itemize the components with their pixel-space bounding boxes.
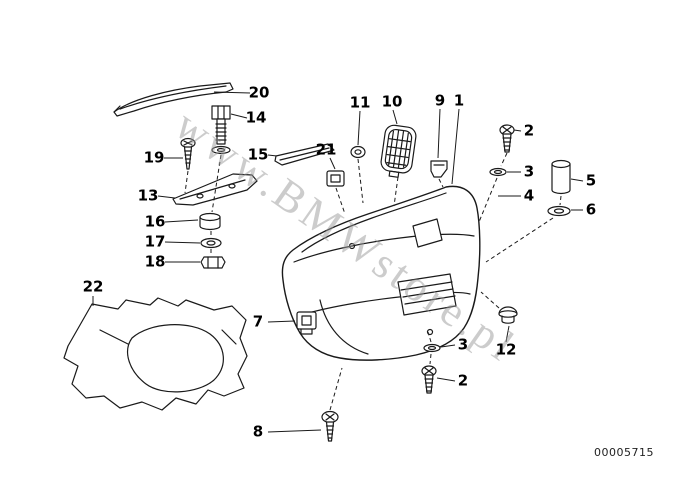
- part-callout-14[interactable]: 14: [245, 108, 267, 127]
- part-callout-16[interactable]: 16: [144, 212, 166, 231]
- part-callout-9[interactable]: 9: [434, 91, 446, 110]
- part-13-bracket: [172, 173, 258, 206]
- part-11-grommet-ring: [350, 145, 366, 159]
- part-callout-22[interactable]: 22: [82, 277, 104, 296]
- part-callout-2-upper[interactable]: 2: [523, 121, 535, 140]
- part-callout-19[interactable]: 19: [143, 148, 165, 167]
- part-15-trim-strip: [274, 143, 335, 166]
- part-9-clip: [430, 160, 448, 178]
- document-number: 00005715: [594, 446, 654, 459]
- part-1-door-panel: [281, 185, 481, 361]
- part-callout-4[interactable]: 4: [523, 186, 535, 205]
- part-17-grommet: [200, 237, 222, 249]
- part-callout-17[interactable]: 17: [144, 232, 166, 251]
- assembly-lines: [184, 152, 562, 411]
- part-21-clip: [326, 170, 345, 187]
- part-callout-1[interactable]: 1: [453, 91, 465, 110]
- part-3-washer-upper: [489, 167, 507, 177]
- part-callout-15[interactable]: 15: [247, 145, 269, 164]
- part-2-screw-lower: [421, 365, 437, 394]
- part-20-rail: [113, 82, 234, 117]
- part-7-clip: [296, 311, 317, 335]
- part-callout-18[interactable]: 18: [144, 252, 166, 271]
- part-callout-11[interactable]: 11: [349, 93, 371, 112]
- part-2-screw-upper: [499, 124, 515, 153]
- part-callout-5[interactable]: 5: [585, 171, 597, 190]
- part-12-plug: [498, 306, 518, 324]
- part-callout-12[interactable]: 12: [495, 340, 517, 359]
- leader-lines: [92, 91, 584, 433]
- part-callout-21[interactable]: 21: [315, 140, 337, 159]
- part-22-insulation-panel: [63, 297, 248, 411]
- part-8-screw: [321, 410, 339, 442]
- part-10-speaker-grille: [380, 124, 417, 178]
- part-callout-7[interactable]: 7: [252, 312, 264, 331]
- part-19-screw: [180, 137, 196, 170]
- part-callout-3-lower[interactable]: 3: [457, 335, 469, 354]
- part-callout-13[interactable]: 13: [137, 186, 159, 205]
- part-18-nut: [200, 256, 226, 269]
- part-callout-8[interactable]: 8: [252, 422, 264, 441]
- part-6-washer: [547, 205, 571, 217]
- part-16-spacer: [199, 212, 221, 231]
- part-callout-6[interactable]: 6: [585, 200, 597, 219]
- part-callout-3-upper[interactable]: 3: [523, 162, 535, 181]
- part-callout-10[interactable]: 10: [381, 92, 403, 111]
- part-3-washer-lower: [423, 343, 441, 353]
- part-5-sleeve: [551, 159, 571, 195]
- part-callout-20[interactable]: 20: [248, 83, 270, 102]
- part-callout-2-lower[interactable]: 2: [457, 371, 469, 390]
- part-14-bolt: [211, 105, 231, 155]
